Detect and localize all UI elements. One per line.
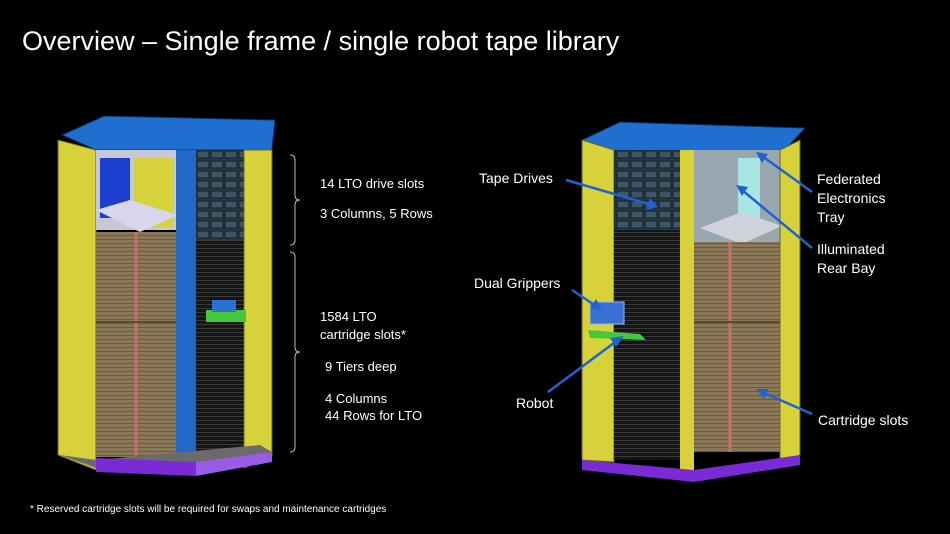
federated-callout-3: Tray — [817, 209, 845, 225]
cartridge-slots-arrow — [761, 390, 813, 416]
right-library-cabinet — [580, 121, 807, 482]
federated-arrow — [761, 154, 813, 194]
footnote: * Reserved cartridge slots will be requi… — [30, 504, 387, 515]
callout-arrows — [547, 152, 813, 416]
tape-drives-callout: Tape Drives — [479, 170, 553, 186]
left-brackets — [289, 154, 301, 453]
robot-arrow — [547, 338, 619, 394]
slide-title: Overview – Single frame / single robot t… — [22, 26, 620, 56]
grippers-arrow — [571, 288, 597, 308]
illuminated-arrow — [741, 189, 813, 249]
cartridge-slots-label-2: cartridge slots* — [320, 327, 406, 342]
cartridge-bracket — [289, 251, 301, 453]
dual-grippers-callout: Dual Grippers — [474, 275, 561, 291]
left-library-cabinet — [57, 115, 276, 476]
tape-drives-arrow — [565, 178, 653, 207]
cartridge-slots-callout: Cartridge slots — [818, 412, 909, 428]
columns-label: 4 Columns — [325, 391, 388, 406]
drive-slots-label: 14 LTO drive slots — [320, 176, 425, 191]
illuminated-callout-2: Rear Bay — [817, 260, 876, 276]
federated-callout-2: Electronics — [817, 190, 886, 206]
robot-callout: Robot — [516, 395, 554, 411]
cartridge-slots-label-1: 1584 LTO — [320, 309, 377, 324]
federated-callout-1: Federated — [817, 171, 881, 187]
illuminated-callout-1: Illuminated — [817, 241, 885, 257]
drive-bracket — [289, 154, 301, 246]
tiers-label: 9 Tiers deep — [325, 359, 397, 374]
rows-label: 44 Rows for LTO — [325, 408, 423, 423]
drive-layout-label: 3 Columns, 5 Rows — [320, 206, 433, 221]
